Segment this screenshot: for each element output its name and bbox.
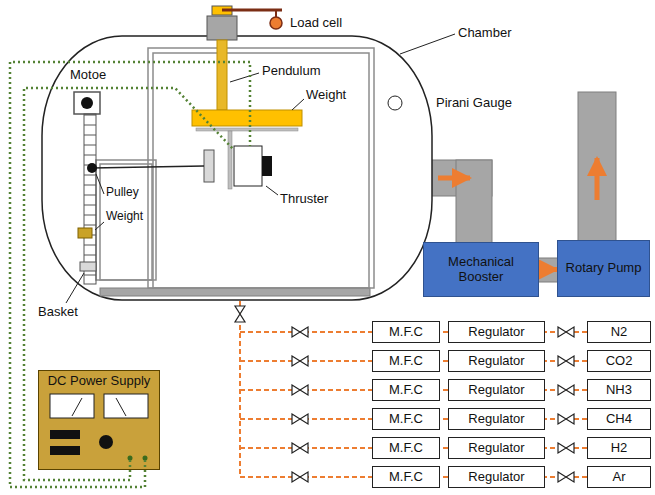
power-wire [10, 62, 250, 487]
part-label: Chamber [458, 26, 511, 40]
node-text: M.F.C [389, 470, 423, 485]
support-frame [148, 48, 374, 288]
node-text: DC Power Supply [48, 374, 151, 389]
valve-symbol [558, 327, 574, 482]
node-text: Rotary Pump [566, 261, 642, 276]
mass-flow-controller-box: M.F.C [372, 321, 440, 343]
node-text: M.F.C [389, 441, 423, 456]
part-label: Pulley [106, 186, 139, 199]
gas-cylinder-box: CO2 [587, 350, 651, 372]
node-text: M.F.C [389, 354, 423, 369]
regulator-box: Regulator [448, 408, 545, 430]
node-text: M.F.C [389, 412, 423, 427]
leader-line [66, 34, 455, 303]
regulator-box: Regulator [448, 379, 545, 401]
load-cell-fixture [207, 6, 282, 40]
node-text: N2 [611, 325, 628, 340]
node-text: CO2 [606, 354, 633, 369]
node-text: Regulator [468, 325, 524, 340]
node-text: Regulator [468, 412, 524, 427]
gas-cylinder-box: CH4 [587, 408, 651, 430]
node-text: H2 [611, 441, 628, 456]
mass-flow-controller-box: M.F.C [372, 408, 440, 430]
regulator-box: Regulator [448, 437, 545, 459]
node-text: Ar [613, 470, 626, 485]
pendulum-weight [192, 110, 302, 126]
part-label: Load cell [290, 16, 342, 30]
mass-flow-controller-box: M.F.C [372, 350, 440, 372]
mass-flow-controller-box: M.F.C [372, 379, 440, 401]
valve-symbol [235, 306, 308, 482]
part-label: Weight [306, 88, 346, 102]
node-text: Regulator [468, 383, 524, 398]
load-cell [270, 17, 282, 29]
pirani-gauge [388, 96, 402, 110]
regulator-box: Regulator [448, 350, 545, 372]
counter-weight [78, 228, 92, 238]
vacuum-chamber [42, 36, 432, 300]
motor [74, 92, 100, 114]
node-text: Mechanical Booster [424, 255, 538, 285]
gas-line [440, 331, 448, 333]
node-text: Regulator [468, 441, 524, 456]
regulator-box: Regulator [448, 466, 545, 488]
part-label: Basket [38, 305, 78, 319]
gas-cylinder-box: N2 [587, 321, 651, 343]
booster-pump-box: Mechanical Booster [423, 242, 539, 297]
pendulum-rod [217, 40, 227, 110]
part-label: Pirani Gauge [436, 96, 512, 110]
regulator-box: Regulator [448, 321, 545, 343]
part-label: Weight [106, 210, 143, 223]
rotary-pump-box: Rotary Pump [557, 240, 650, 297]
gas-cylinder-box: NH3 [587, 379, 651, 401]
power-supply-body [38, 370, 160, 470]
node-text: Regulator [468, 354, 524, 369]
pulley [87, 163, 97, 173]
gas-feed-line [240, 301, 372, 477]
gas-cylinder-box: Ar [587, 466, 651, 488]
mass-flow-controller-box: M.F.C [372, 437, 440, 459]
gas-line [440, 389, 448, 391]
gas-cylinder-box: H2 [587, 437, 651, 459]
basket [80, 262, 96, 271]
pulley-string [92, 166, 204, 168]
gas-line [440, 418, 448, 420]
lift-frame [96, 160, 156, 280]
part-label: Motoe [70, 68, 106, 82]
chain [84, 114, 96, 284]
power-supply-box: DC Power Supply [38, 370, 160, 470]
mass-flow-controller-box: M.F.C [372, 466, 440, 488]
node-text: CH4 [606, 412, 632, 427]
base-plate [100, 288, 370, 296]
part-label: Pendulum [262, 64, 321, 78]
gas-line [440, 360, 448, 362]
flow-arrow [539, 267, 557, 272]
gas-line [440, 476, 448, 478]
node-text: M.F.C [389, 325, 423, 340]
part-label: Thruster [280, 192, 328, 206]
thruster [204, 146, 272, 186]
node-text: Regulator [468, 470, 524, 485]
node-text: M.F.C [389, 383, 423, 398]
node-text: NH3 [606, 383, 632, 398]
gas-line [440, 447, 448, 449]
